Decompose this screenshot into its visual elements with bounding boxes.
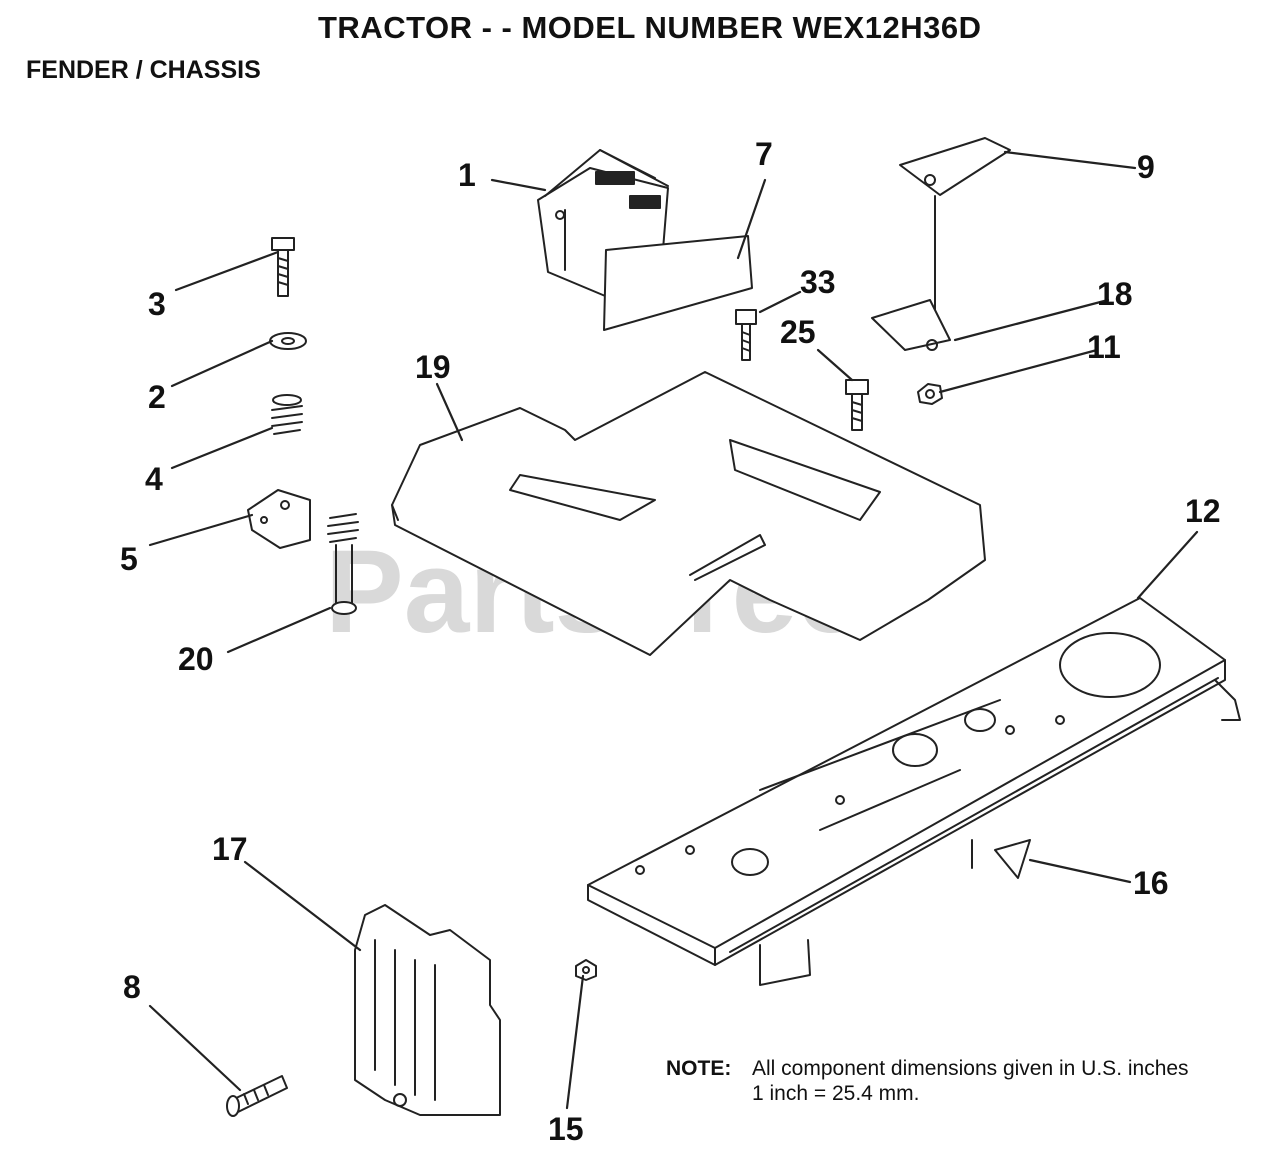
part-16-clip[interactable] [971,839,1031,879]
callout-2: 2 [148,379,166,415]
note-line-1: All component dimensions given in U.S. i… [752,1057,1189,1080]
note-line-2: 1 inch = 25.4 mm. [752,1082,920,1105]
leader-lines [148,150,1199,1110]
callout-19: 19 [415,349,451,385]
callout-11: 11 [1087,329,1121,365]
callout-12: 12 [1185,493,1221,529]
callout-15: 15 [548,1111,584,1147]
callout-18: 18 [1097,276,1133,312]
part-7-battery-pad[interactable] [603,235,753,331]
part-9-seat-bracket[interactable] [871,137,1011,351]
callout-16: 16 [1133,865,1169,901]
callout-17: 17 [212,831,248,867]
callout-7: 7 [755,136,773,172]
callout-33: 33 [800,264,836,300]
callout-8: 8 [123,969,141,1005]
part-11-nut[interactable] [917,383,943,405]
part-33-bolt[interactable] [735,309,757,361]
callout-4: 4 [145,461,163,497]
callout-5: 5 [120,541,138,577]
note-text: All component dimensions given in U.S. i… [752,1056,1189,1106]
part-19-fender[interactable] [391,371,986,656]
part-17-heat-shield[interactable] [354,904,501,1116]
callout-3: 3 [148,286,166,322]
part-12-chassis-frame[interactable] [587,597,1241,986]
note-label: NOTE: [666,1057,732,1080]
part-8-bolt[interactable] [226,1075,288,1117]
callout-1: 1 [458,157,476,193]
diagram-title: TRACTOR - - MODEL NUMBER WEX12H36D [318,10,982,45]
callout-20: 20 [178,641,214,677]
callout-9: 9 [1137,149,1155,185]
part-2-washer[interactable] [269,332,307,350]
part-15-nut[interactable] [575,959,597,981]
part-20-spring-assembly[interactable] [327,513,359,615]
dimensions-note: NOTE: All component dimensions given in U… [666,1056,1189,1106]
part-5-seat-pan[interactable] [247,489,311,549]
section-subtitle: FENDER / CHASSIS [26,56,261,84]
callout-25: 25 [780,314,816,350]
part-25-bolt[interactable] [845,379,869,431]
part-3-bolt[interactable] [271,237,295,297]
part-4-spring[interactable] [271,394,303,435]
